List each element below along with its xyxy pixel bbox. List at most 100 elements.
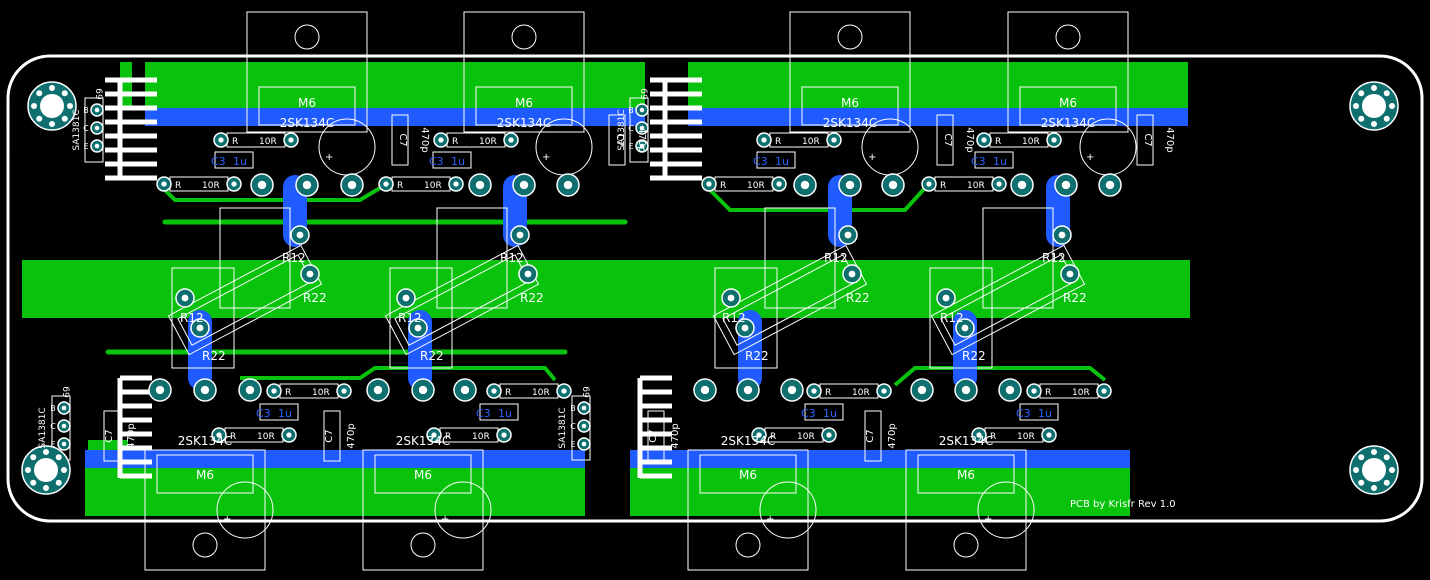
pad-drill — [286, 432, 292, 438]
resistor-r-label: R — [770, 432, 776, 442]
pad-drill — [373, 385, 383, 395]
mosfet-body-outline — [258, 86, 356, 126]
pcb-credit-text: PCB by Krisfr Rev 1.0 — [1070, 499, 1176, 510]
mounting-hole-via — [49, 121, 55, 127]
cap-c3-outline — [756, 151, 796, 169]
cap-470p-label: 470p — [887, 423, 898, 448]
mounting-hole-via — [30, 454, 37, 461]
resistor-r-label: R — [995, 137, 1001, 147]
r22-label: R22 — [745, 349, 769, 363]
driver-lr-part-label: SA1381C — [558, 407, 568, 448]
pad-drill — [700, 385, 710, 395]
cap-1u-label: 1u — [498, 407, 512, 420]
cap-c7-outline — [864, 410, 882, 462]
cap-c3-outline — [259, 403, 299, 421]
capacitor-outline — [759, 481, 817, 539]
mounting-hole-via — [36, 90, 43, 97]
pad-drill — [181, 294, 189, 302]
pad-drill — [94, 143, 100, 149]
pad-drill — [1051, 137, 1057, 143]
pad-drill — [341, 388, 347, 394]
mosfet-footprint — [687, 449, 817, 571]
r12-label: R12 — [398, 311, 422, 325]
mosfet-body-outline — [801, 86, 899, 126]
mounting-hole-via — [36, 115, 43, 122]
mounting-hole-drill — [40, 94, 64, 118]
pad-drill — [976, 432, 982, 438]
cap-c7-label: C7 — [865, 429, 876, 442]
pad-drill — [1046, 432, 1052, 438]
cap-c7-label: C7 — [324, 429, 335, 442]
cap-470p-label: 470p — [126, 423, 137, 448]
pad-drill — [848, 270, 856, 278]
cap-c7-outline — [608, 114, 626, 166]
resistor-r-label: R — [285, 388, 291, 398]
driver-pin-label: C — [570, 422, 576, 431]
cap-470p-label: 470p — [419, 127, 430, 152]
pad-drill — [516, 231, 524, 239]
mosfet-body-outline — [475, 86, 573, 126]
heatsink — [105, 77, 157, 181]
pad-drill — [996, 181, 1002, 187]
driver-pin-label: C — [628, 124, 634, 133]
pad-drill — [1105, 180, 1115, 190]
mosfet-body-outline — [917, 454, 1015, 494]
pad-drill — [61, 423, 67, 429]
pad-drill — [231, 181, 237, 187]
driver-pin-label: E — [570, 440, 575, 449]
mosfet-m6-label: M6 — [414, 468, 432, 482]
mounting-hole-via — [1383, 454, 1390, 461]
mosfet-footprint — [789, 11, 919, 176]
pad-drill — [756, 432, 762, 438]
cap-470p-label: 470p — [636, 127, 647, 152]
cap-c3-label: C3 — [211, 155, 226, 168]
heatsink — [117, 375, 152, 479]
mounting-hole-drill — [1362, 94, 1386, 118]
resistor-r-label: R — [775, 137, 781, 147]
cap-1u-label: 1u — [823, 407, 837, 420]
resistor-value-label: 10R — [852, 388, 870, 398]
resistor-value-label: 10R — [532, 388, 550, 398]
heatsink — [637, 375, 672, 479]
pad-drill — [519, 180, 529, 190]
mosfet-mount-hole — [1055, 24, 1081, 50]
pad-drill — [288, 137, 294, 143]
resistor-value-label: 10R — [797, 432, 815, 442]
mosfet-mount-hole — [735, 532, 761, 558]
pad-drill — [826, 432, 832, 438]
pad-drill — [926, 181, 932, 187]
pad-drill — [524, 270, 532, 278]
driver-pin-label: B — [50, 404, 56, 413]
mosfet-m6-label: M6 — [957, 468, 975, 482]
pad-drill — [787, 385, 797, 395]
cap-c7-label: C7 — [397, 133, 408, 146]
resistor-value-label: 10R — [424, 181, 442, 191]
pad-drill — [639, 107, 645, 113]
pad-drill — [961, 385, 971, 395]
r12-label: R12 — [940, 311, 964, 325]
driver-ref-label: 69 — [60, 386, 70, 398]
mosfet-m6-label: M6 — [739, 468, 757, 482]
cap-c3-label: C3 — [801, 407, 816, 420]
mosfet-mount-hole — [294, 24, 320, 50]
cap-c7-outline — [1136, 114, 1154, 166]
cap-c7-label: C7 — [648, 429, 659, 442]
resistor-value-label: 10R — [479, 137, 497, 147]
pad-drill — [218, 137, 224, 143]
mounting-hole-via — [1383, 479, 1390, 486]
resistor-r-label: R — [232, 137, 238, 147]
pad-drill — [741, 324, 749, 332]
resistor-frame — [389, 267, 453, 369]
pad-drill — [888, 180, 898, 190]
mounting-hole-via — [1383, 115, 1390, 122]
cap-c3-label: C3 — [429, 155, 444, 168]
pad-drill — [1017, 180, 1027, 190]
pad-drill — [491, 388, 497, 394]
pad-drill — [161, 181, 167, 187]
resistor-value-label: 10R — [967, 181, 985, 191]
top-copper-trace — [240, 366, 557, 382]
driver-ll-part-label: SA1381C — [38, 407, 48, 448]
pad-drill — [811, 388, 817, 394]
resistor-frame — [714, 267, 778, 369]
resistor-value-label: 10R — [257, 432, 275, 442]
